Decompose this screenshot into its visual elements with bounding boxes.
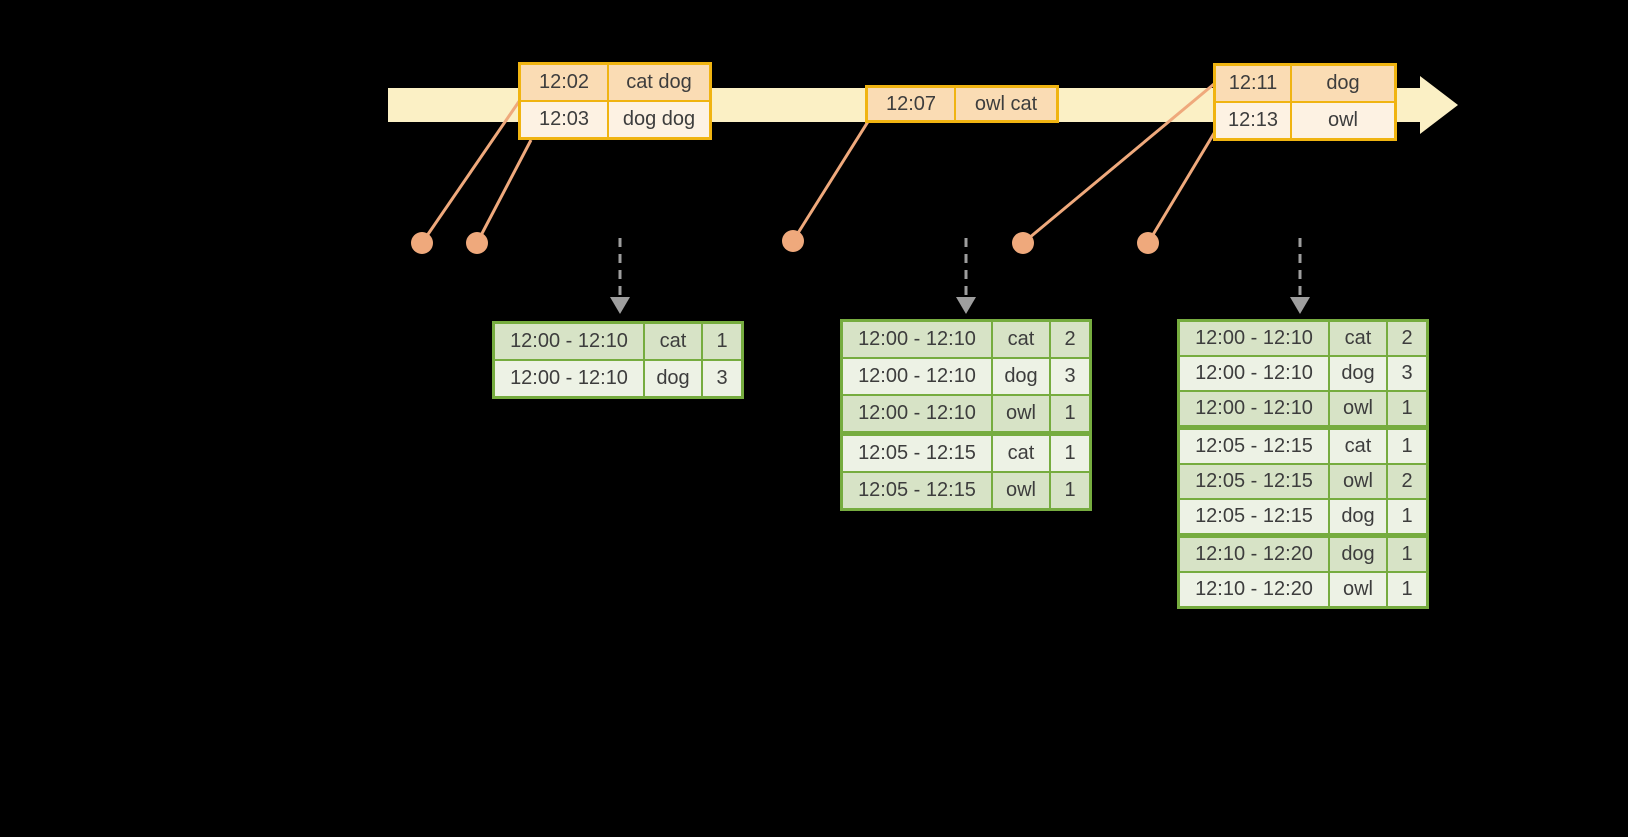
time-cell: 12:03 [521,102,607,137]
time-cell: 12:07 [868,88,954,120]
word-cell: dog [1330,538,1386,571]
window-cell: 12:00 - 12:10 [843,396,991,431]
event-dot [466,232,488,254]
event-dot [782,230,804,252]
window-cell: 12:05 - 12:15 [1180,430,1328,463]
event-connector-line [1022,82,1215,245]
time-cell: 12:11 [1216,66,1290,101]
word-cell: dog [993,359,1049,394]
count-cell: 1 [703,324,741,359]
word-cell: dog [1330,500,1386,533]
word-cell: cat [993,322,1049,357]
event-dot [411,232,433,254]
count-cell: 1 [1388,573,1426,606]
window-cell: 12:00 - 12:10 [843,322,991,357]
trigger-arrow [956,238,976,314]
count-cell: 1 [1388,392,1426,425]
word-cell: dog [645,361,701,396]
count-cell: 3 [1388,357,1426,390]
count-cell: 1 [1051,473,1089,508]
count-cell: 2 [1051,322,1089,357]
window-cell: 12:00 - 12:10 [495,324,643,359]
event-connector-line [475,139,533,244]
window-cell: 12:10 - 12:20 [1180,573,1328,606]
count-cell: 1 [1388,538,1426,571]
event-connector-line [420,99,522,244]
time-cell: 12:13 [1216,103,1290,138]
window-cell: 12:05 - 12:15 [1180,500,1328,533]
count-cell: 2 [1388,465,1426,498]
count-cell: 1 [1051,436,1089,471]
window-cell: 12:00 - 12:10 [1180,322,1328,355]
value-cell: cat dog [609,65,709,100]
value-cell: owl cat [956,88,1056,120]
count-cell: 1 [1388,500,1426,533]
word-cell: owl [1330,392,1386,425]
trigger-arrow [610,238,630,314]
word-cell: cat [645,324,701,359]
value-cell: dog [1292,66,1394,101]
word-cell: owl [993,396,1049,431]
word-cell: cat [993,436,1049,471]
count-cell: 1 [1388,430,1426,463]
event-connector-line [1146,129,1218,244]
event-dot [1137,232,1159,254]
window-cell: 12:00 - 12:10 [495,361,643,396]
count-cell: 3 [1051,359,1089,394]
word-cell: owl [993,473,1049,508]
window-cell: 12:05 - 12:15 [1180,465,1328,498]
event-connector-line [791,119,871,242]
count-cell: 1 [1051,396,1089,431]
word-cell: owl [1330,573,1386,606]
window-cell: 12:00 - 12:10 [1180,357,1328,390]
value-cell: dog dog [609,102,709,137]
word-cell: dog [1330,357,1386,390]
value-cell: owl [1292,103,1394,138]
word-cell: cat [1330,430,1386,463]
word-cell: owl [1330,465,1386,498]
event-dot [1012,232,1034,254]
time-cell: 12:02 [521,65,607,100]
window-cell: 12:10 - 12:20 [1180,538,1328,571]
word-cell: cat [1330,322,1386,355]
count-cell: 2 [1388,322,1426,355]
window-cell: 12:00 - 12:10 [1180,392,1328,425]
window-cell: 12:05 - 12:15 [843,473,991,508]
window-cell: 12:05 - 12:15 [843,436,991,471]
window-cell: 12:00 - 12:10 [843,359,991,394]
count-cell: 3 [703,361,741,396]
trigger-arrow [1290,238,1310,314]
